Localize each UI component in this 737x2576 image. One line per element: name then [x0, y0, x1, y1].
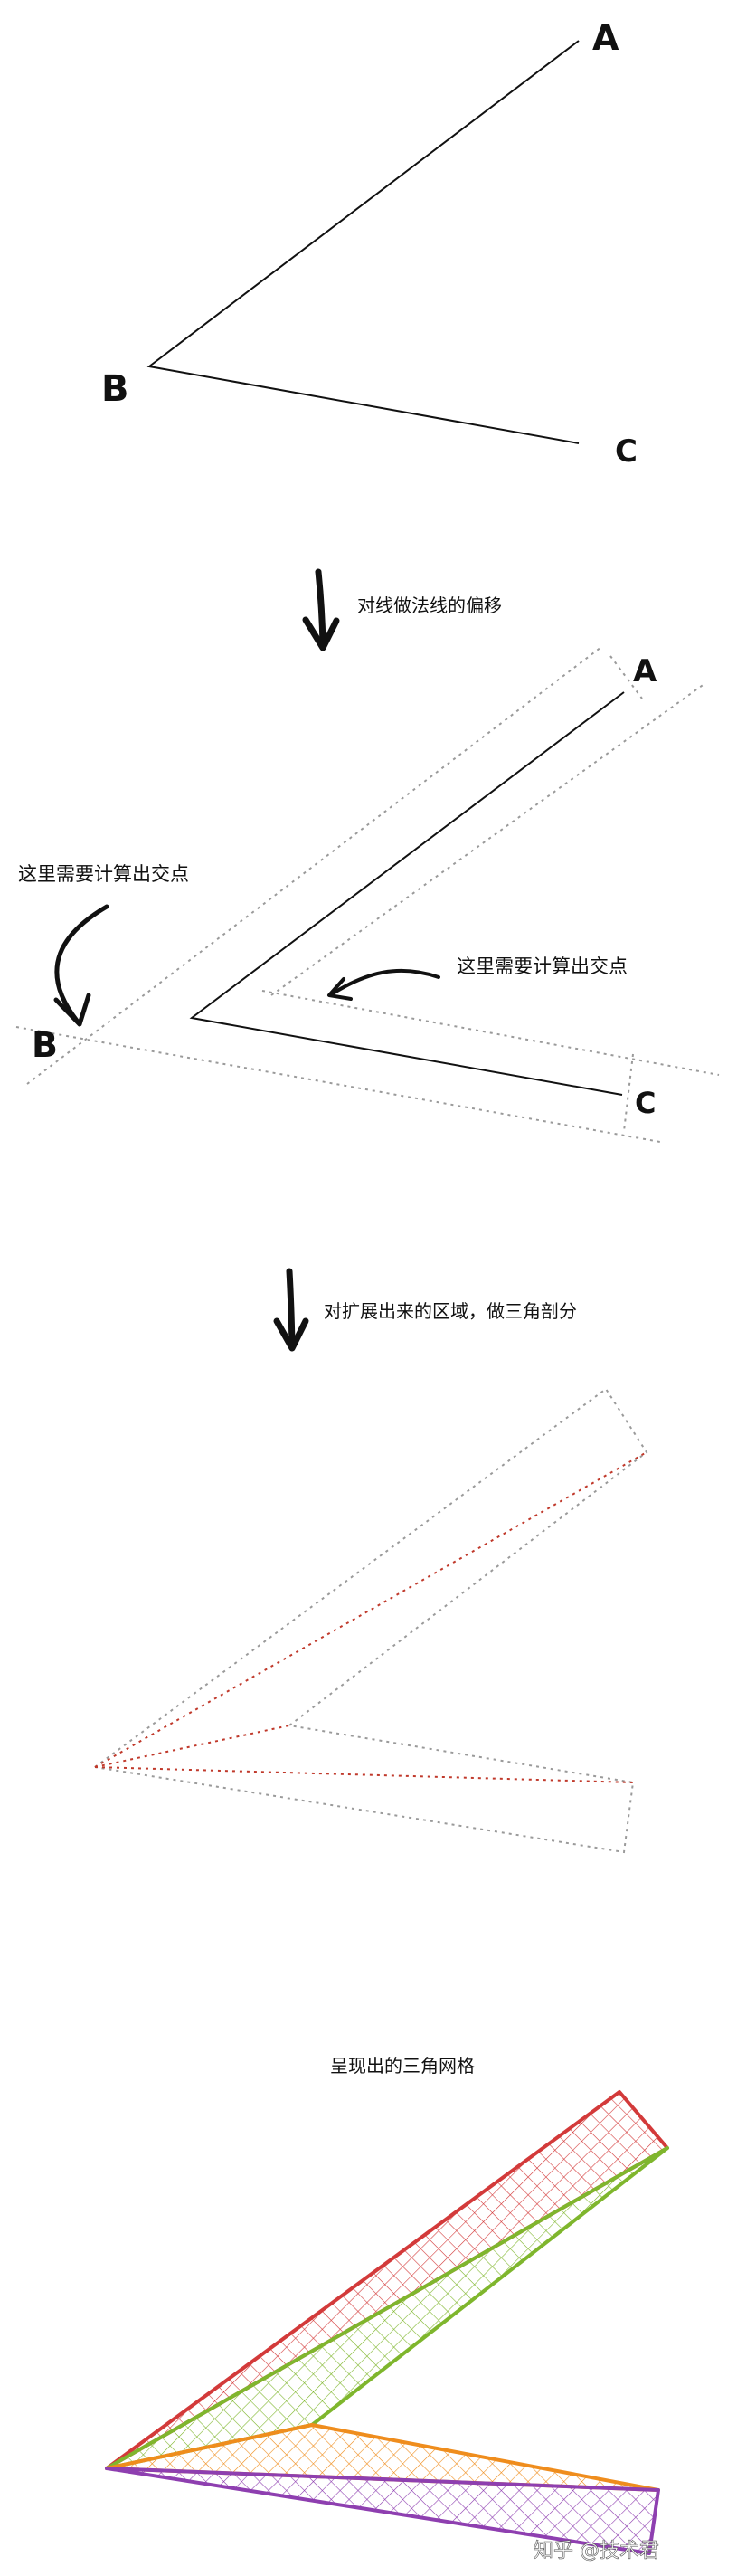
offset-line-bc-outer: [15, 1026, 661, 1143]
caption-step2: 对扩展出来的区域，做三角剖分: [324, 1300, 577, 1322]
offset-line-bc-inner: [261, 990, 720, 1076]
arrow-shaft-2: [286, 1268, 296, 1348]
label-a: A: [592, 18, 619, 58]
curved-arrow-left-head: [53, 993, 91, 1027]
caption-intersect-right: 这里需要计算出交点: [457, 955, 628, 977]
mesh-triangle-red: [105, 2090, 669, 2470]
section-triangulation: [94, 1387, 648, 1854]
caption-step3: 呈现出的三角网格: [330, 2055, 475, 2077]
label-b-2: B: [32, 1025, 58, 1065]
section-offset: A B C 这里需要计算出交点 这里需要计算出交点: [15, 646, 720, 1143]
down-arrow-1: [302, 568, 340, 651]
label-a-2: A: [633, 653, 657, 689]
offset-line-ba-outer: [26, 646, 602, 1085]
section-mesh: [105, 2090, 669, 2555]
arrow-head-1: [302, 616, 340, 651]
tri-diagonal-1: [94, 1451, 647, 1768]
end-cap-a: [609, 655, 643, 699]
arrow-head-2: [273, 1317, 309, 1352]
mesh-triangle-green: [105, 2146, 669, 2470]
section-polyline: A B C: [101, 18, 638, 470]
curved-arrow-right: [331, 968, 440, 995]
offset-line-ba-inner: [270, 682, 706, 996]
caption-step1: 对线做法线的偏移: [357, 594, 502, 616]
mesh-triangle-purple: [105, 2467, 660, 2555]
end-cap-c: [623, 1053, 634, 1132]
down-arrow-2: [273, 1268, 309, 1352]
label-c-2: C: [635, 1086, 656, 1120]
curved-arrow-left: [54, 904, 109, 1023]
label-c: C: [615, 433, 638, 470]
watermark: 知乎 @技术君: [534, 2540, 659, 2562]
tri-outline-upper: [94, 1387, 648, 1854]
arrow-shaft-1: [315, 568, 326, 648]
curved-arrow-right-head: [327, 977, 353, 1001]
tri-diagonal-3: [94, 1766, 634, 1783]
tri-diagonal-2: [94, 1725, 290, 1768]
caption-intersect-left: 这里需要计算出交点: [18, 863, 189, 885]
polyline-abc: [146, 40, 580, 444]
polyline-abc-offset-view: [189, 691, 625, 1096]
label-b: B: [101, 368, 129, 410]
